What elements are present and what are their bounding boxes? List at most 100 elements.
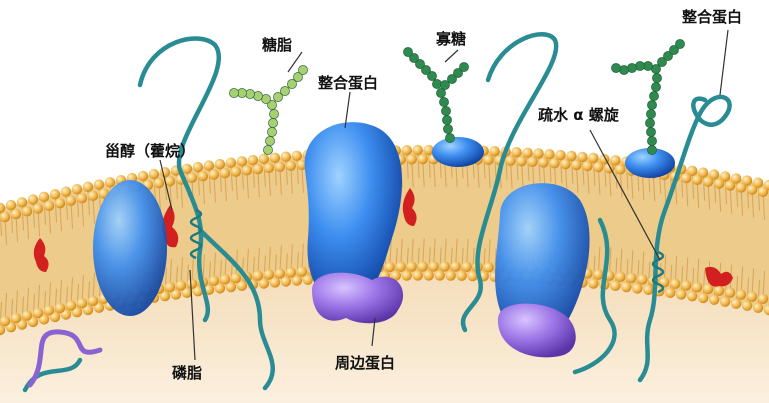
chain-center-right: [460, 32, 559, 333]
lipid-head: [708, 294, 720, 305]
lipid-head: [686, 290, 698, 302]
lipid-head: [384, 261, 395, 273]
lipid-head: [296, 159, 308, 170]
lipid-head: [159, 290, 171, 302]
sugar-bead: [651, 82, 661, 92]
lipid-head: [445, 270, 456, 281]
sugar-bead: [440, 80, 450, 90]
lipid-head: [274, 268, 286, 279]
lipid-head: [225, 281, 237, 293]
lipid-head: [708, 169, 720, 180]
lipid-head: [32, 307, 44, 319]
lipid-head: [757, 293, 769, 305]
lipid-head: [252, 270, 264, 281]
lipid-head: [483, 262, 494, 273]
lipid-head: [230, 166, 242, 177]
lipid-head: [192, 286, 204, 297]
lipid-head: [724, 287, 736, 298]
lipid-head: [571, 159, 582, 171]
lipid-head: [544, 149, 555, 160]
lipid-head: [719, 171, 731, 182]
lipid-head: [104, 177, 116, 188]
lipid-head: [0, 315, 11, 327]
lipid-head: [621, 281, 632, 293]
chain-left-helix: [137, 36, 222, 323]
lipid-head: [582, 160, 593, 172]
lipid-head: [236, 280, 248, 291]
sugar-bead: [229, 88, 239, 98]
lipid-head: [93, 302, 105, 313]
lipid-head: [670, 278, 681, 290]
lipid-head: [76, 297, 88, 309]
sugar-bead: [265, 136, 275, 146]
sugar-bead: [646, 109, 656, 119]
protein-chains: [22, 32, 732, 393]
label-oligosaccharide: 寡糖: [435, 30, 466, 48]
lipid-head: [241, 165, 253, 176]
lipid-head: [417, 153, 428, 165]
leader-integral-topright: [719, 29, 729, 96]
lipid-head: [516, 155, 527, 167]
lipid-head: [763, 304, 769, 316]
lipid-head: [16, 197, 28, 208]
label-peripheral-protein: 周边蛋白: [335, 354, 395, 372]
lipid-head: [252, 163, 264, 175]
helix-coil-left: [189, 208, 203, 260]
lipid-head: [467, 270, 478, 282]
lipid-head: [511, 146, 522, 158]
sugar-bead: [253, 91, 263, 101]
lipid-head: [285, 267, 297, 278]
lipid-head: [752, 177, 764, 188]
lipid-head: [730, 173, 742, 184]
lipid-head: [164, 281, 176, 293]
chain-right-arc: [572, 217, 617, 375]
chain-phospholipid-tail: [197, 227, 275, 391]
lipid-head: [483, 154, 494, 166]
lipid-head: [697, 292, 709, 304]
sugar-bead: [657, 57, 667, 67]
lipid-head: [632, 283, 643, 294]
lipid-head: [691, 174, 703, 186]
sugar-bead: [663, 51, 673, 61]
lipid-head: [577, 151, 588, 163]
lipid-head: [214, 158, 226, 170]
lipid-head: [153, 177, 165, 189]
lipid-head: [412, 144, 423, 156]
lipid-head: [219, 274, 231, 285]
sugar-bead: [675, 39, 685, 49]
lipid-head: [10, 208, 22, 220]
lipid-head: [626, 272, 637, 284]
sugar-bead: [268, 118, 278, 128]
lipid-head: [263, 162, 275, 174]
lipid-head: [593, 161, 604, 173]
lipid-head: [549, 158, 560, 169]
lipid-head: [406, 154, 417, 165]
lipid-head: [566, 150, 577, 162]
lipid-head: [43, 200, 55, 212]
lipid-head: [686, 165, 698, 177]
lipid-head: [181, 163, 193, 174]
sterol-molecule: [33, 238, 49, 272]
lipid-head: [752, 302, 764, 314]
lipid-head: [87, 190, 99, 202]
sugar-bead: [627, 63, 637, 73]
lipid-head: [713, 285, 725, 296]
lipid-head: [0, 324, 6, 336]
lipid-head: [643, 284, 654, 296]
sugar-bead: [611, 63, 621, 73]
lipid-head: [302, 274, 314, 285]
lipid-head: [214, 283, 226, 294]
sugar-bead: [669, 45, 679, 55]
lipid-head: [225, 157, 237, 168]
label-integral-protein-topright: 整合蛋白: [682, 8, 742, 26]
lipid-head: [423, 144, 434, 156]
lipid-head: [412, 270, 423, 281]
chain-helix-right: [637, 94, 732, 383]
sugar-bead: [439, 97, 449, 107]
sugar-bead: [293, 72, 303, 82]
lipid-head: [175, 280, 187, 291]
lipid-head: [263, 269, 275, 280]
lipid-head: [456, 270, 467, 281]
lipid-head: [676, 289, 687, 300]
lipid-head: [538, 157, 549, 168]
